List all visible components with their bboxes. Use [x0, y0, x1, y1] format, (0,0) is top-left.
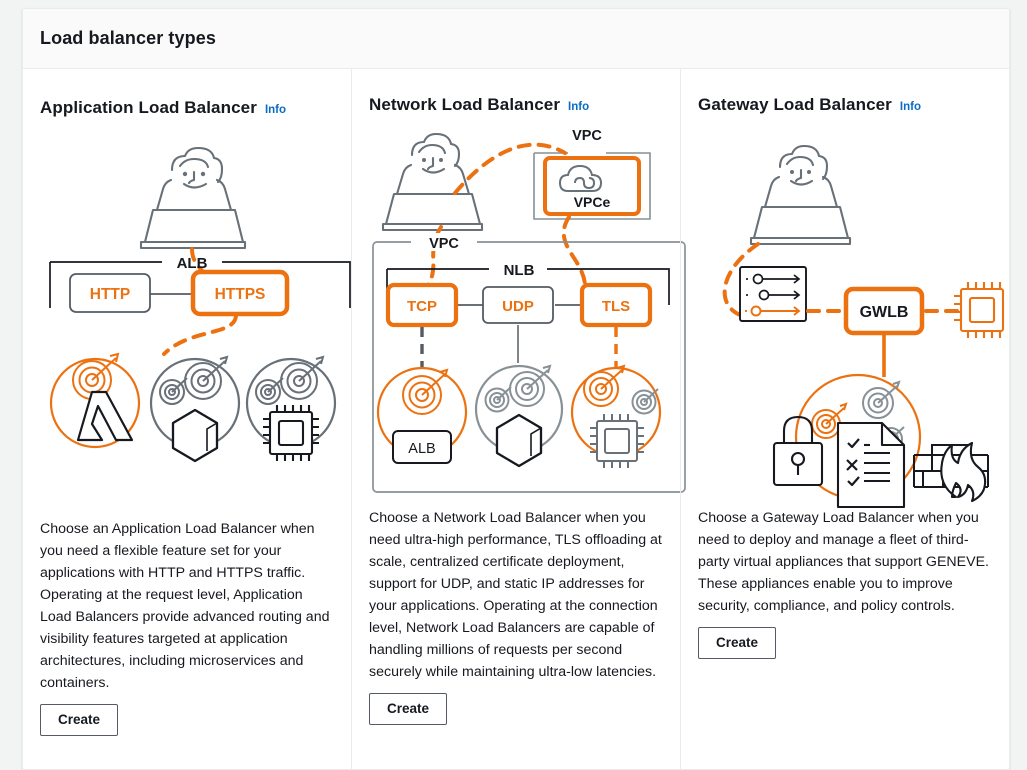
- listener-http-label: HTTP: [90, 286, 130, 303]
- listener-tcp-box: TCP: [385, 282, 459, 328]
- page-title: Load balancer types: [40, 28, 216, 48]
- target-group-container: [474, 364, 564, 468]
- alb-diagram-svg: ALB HTTP HTTPS: [49, 146, 351, 463]
- lb-type-description: Choose a Network Load Balancer when you …: [369, 510, 662, 680]
- listener-tls-box: TLS: [579, 282, 653, 328]
- info-link-gateway[interactable]: Info: [899, 101, 921, 113]
- target-group-ec2: [570, 364, 662, 468]
- create-application-load-balancer-button[interactable]: Create: [40, 704, 119, 736]
- lb-type-card-gateway: Gateway Load Balancer Info: [680, 69, 1009, 769]
- nlb-container-label: NLB: [504, 262, 535, 279]
- listener-http-box: HTTP: [69, 273, 151, 313]
- nlb-architecture-diagram: VPC VPCe VPC: [369, 119, 686, 501]
- target-group-lambda: [49, 352, 141, 449]
- alb-container-label: ALB: [177, 255, 208, 272]
- nested-alb-box: [392, 430, 452, 464]
- cloud-icon: [558, 164, 603, 192]
- alb-container-box: ALB: [49, 255, 351, 308]
- nested-alb-label: ALB: [408, 441, 435, 457]
- vpc-main-container: VPC: [372, 233, 686, 493]
- load-balancer-types-panel: Load balancer types Application Load Bal…: [22, 8, 1010, 770]
- lb-type-card-application: Application Load Balancer Info: [23, 69, 351, 769]
- info-link-application[interactable]: Info: [264, 104, 287, 116]
- user-laptop-icon: [381, 132, 484, 232]
- gwlb-architecture-diagram: GWLB: [698, 119, 1005, 509]
- alb-architecture-diagram: ALB HTTP HTTPS: [40, 122, 351, 504]
- card-title-application: Application Load Balancer Info: [40, 98, 333, 118]
- target-group-ec2: [245, 355, 337, 461]
- vpc-endpoint-container: VPC VPCe: [533, 128, 651, 220]
- card-title-network: Network Load Balancer Info: [369, 95, 662, 115]
- user-laptop-icon: [749, 144, 852, 246]
- lambda-icon: [76, 390, 134, 442]
- gwlb-diagram-svg: GWLB: [722, 144, 1005, 509]
- target-group-container: [149, 355, 241, 463]
- lb-type-description: Choose a Gateway Load Balancer when you …: [698, 510, 989, 614]
- target-group-alb: ALB: [376, 366, 468, 464]
- card-title-gateway: Gateway Load Balancer Info: [698, 95, 991, 115]
- listener-udp-box: UDP: [482, 286, 554, 324]
- lb-type-title: Network Load Balancer: [369, 95, 561, 114]
- panel-header: Load balancer types: [23, 9, 1009, 69]
- flow-alb-to-target: [162, 313, 238, 356]
- route-table-icon: [739, 266, 807, 322]
- gwlb-label: GWLB: [860, 304, 909, 321]
- listener-https-label: HTTPS: [215, 286, 266, 303]
- create-gateway-load-balancer-button[interactable]: Create: [698, 627, 777, 659]
- listener-udp-label: UDP: [502, 298, 534, 315]
- nlb-diagram-svg: VPC VPCe VPC: [372, 128, 686, 493]
- load-balancer-type-columns: Application Load Balancer Info: [23, 69, 1009, 769]
- listener-tls-label: TLS: [602, 298, 630, 315]
- appliance-lock-icon: [772, 415, 824, 487]
- vpc-main-label: VPC: [429, 236, 459, 252]
- flow-user-to-route-table: [722, 242, 760, 319]
- ec2-instance-icon: [954, 282, 1005, 338]
- container-icon: [171, 408, 219, 463]
- create-network-load-balancer-button[interactable]: Create: [369, 693, 448, 725]
- flow-vpce-to-nlb: [561, 215, 587, 289]
- lb-type-title: Gateway Load Balancer: [698, 95, 892, 114]
- ec2-icon: [263, 405, 319, 461]
- gwlb-box: GWLB: [843, 286, 925, 336]
- appliance-compliance-icon: [836, 421, 906, 509]
- lb-type-card-network: Network Load Balancer Info: [351, 69, 686, 769]
- listener-https-box: HTTPS: [190, 269, 290, 317]
- vpce-label: VPCe: [574, 194, 611, 210]
- lb-type-description: Choose an Application Load Balancer when…: [40, 521, 330, 691]
- flow-user-to-vpce: [453, 142, 567, 195]
- listener-tcp-label: TCP: [407, 298, 437, 315]
- info-link-network[interactable]: Info: [568, 101, 590, 113]
- appliance-firewall-icon: [913, 441, 989, 503]
- lb-type-title: Application Load Balancer: [40, 98, 257, 117]
- vpc-top-label: VPC: [572, 128, 602, 144]
- user-laptop-icon: [139, 146, 247, 250]
